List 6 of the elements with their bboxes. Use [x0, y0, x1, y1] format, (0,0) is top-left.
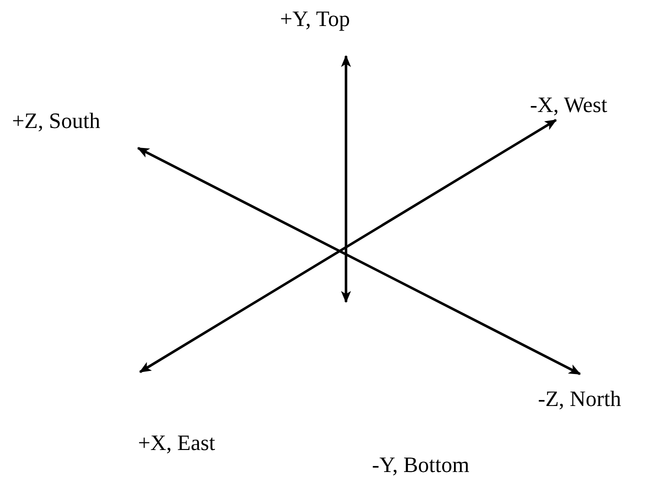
axis-label: -Z, North — [538, 386, 622, 412]
axis-label: +Z, South — [12, 108, 100, 134]
axis-label: +Y, Top — [280, 6, 350, 32]
axis-label: +X, East — [138, 430, 216, 456]
axis-label: -Y, Bottom — [372, 452, 470, 478]
axis-label: -X, West — [530, 92, 608, 118]
